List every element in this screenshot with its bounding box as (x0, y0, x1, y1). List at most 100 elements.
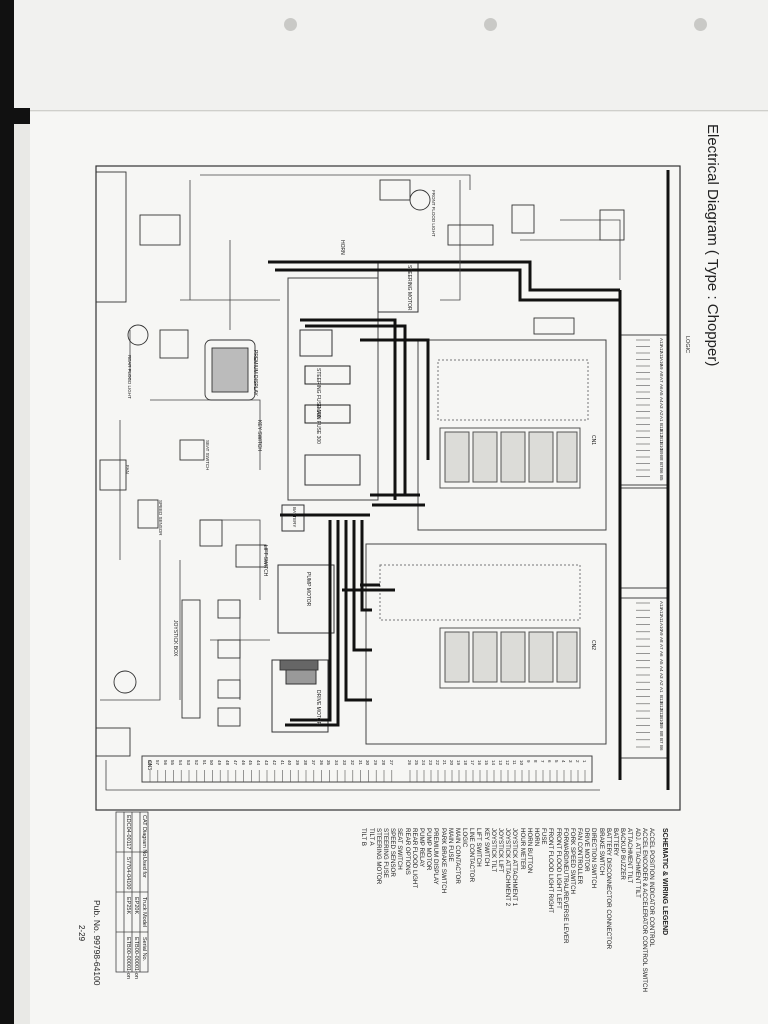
legend-item: PUMP RELAY (418, 828, 425, 868)
logic-pin-label: A9 (659, 629, 664, 636)
legend-item: STEERING FUSE (382, 828, 390, 878)
legend-item: BACKUP BUZZER (619, 828, 627, 880)
bottom-pin-label: 30 (365, 760, 371, 766)
line-contactor-box (299, 329, 333, 357)
bottom-pin-label: 5 (554, 760, 559, 763)
bottom-pin-label: 41 (279, 760, 285, 766)
punch-hole-1 (284, 18, 297, 31)
legend-title: SCHEMATIC & WIRING LEGEND (661, 828, 668, 936)
component-symbols (95, 171, 625, 757)
fan-controller-conn (533, 317, 575, 335)
punch-hole-2 (484, 18, 497, 31)
logic-pin-label: A1 (659, 687, 664, 693)
logic-pin-label: B9 (659, 723, 664, 729)
drive-controller-module (439, 427, 581, 489)
ctrl1-cap-3 (500, 431, 526, 483)
legend-item: LINE CONTACTOR (468, 828, 476, 883)
bottom-pin-label: 32 (349, 760, 355, 766)
signal-wires (100, 174, 621, 791)
diagram-border (95, 165, 681, 811)
logic-pin-label: A3 (659, 673, 664, 679)
ctrl2-cap-1 (444, 631, 470, 683)
legend-item: HORN BUTTON (525, 828, 533, 874)
bottom-pin-label: 18 (463, 760, 468, 766)
bottom-pin-label: 46 (240, 760, 246, 766)
bottom-pin-label: 43 (264, 760, 269, 766)
binder-edge (0, 0, 14, 1024)
rear-light-block (159, 329, 189, 359)
bottom-pin-label: 16 (477, 760, 482, 766)
bottom-connector-strip (141, 755, 593, 783)
main-fuse-box (304, 404, 351, 424)
bottom-pin-label: 27 (388, 760, 394, 766)
legend-item: HORN (533, 828, 540, 847)
ctrl1-cap-1 (444, 431, 470, 483)
bottom-pin-label: 29 (373, 760, 379, 766)
pump-motor-box (277, 564, 335, 634)
label-front-flood: FRONT FLOOD LIGHT (431, 190, 436, 237)
legend-item: FRONT FLOOD LIGHT LEFT (554, 828, 562, 909)
logic-pin-label: A5 (659, 390, 664, 396)
bottom-pin-label: 49 (217, 760, 223, 766)
legend-item: JOYSTICK ATTACHMENT 1 (511, 828, 519, 907)
label-seat-switch: SEAT SWITCH (205, 440, 210, 471)
bottom-pin-label: 23 (428, 760, 433, 766)
pump-controller-module (439, 627, 581, 689)
legend-item: STEERING MOTOR (374, 828, 382, 885)
battery-box (281, 504, 305, 532)
table-header-serial: Serial No. (141, 937, 147, 962)
logic-pin-label: A8 (659, 637, 664, 643)
bottom-pin-label: 24 (421, 760, 426, 766)
fuse-panel (287, 277, 379, 501)
joystick-conn (199, 519, 223, 547)
logic-pin-label: A8 (659, 370, 664, 377)
bottom-pin-label: 50 (209, 760, 215, 766)
previous-page-edge (14, 0, 768, 111)
display-unit (204, 339, 256, 401)
table-header-usedfor: Used for (141, 857, 147, 878)
bottom-pin-label: 15 (484, 760, 489, 766)
bottom-pin-label: 2 (575, 760, 580, 763)
legend-item: JOYSTICK LIFT (497, 828, 505, 873)
page-number: 2-29 (77, 925, 86, 942)
logic-pin-label: A5 (659, 658, 664, 665)
logic-pin-label: A7 (659, 644, 664, 650)
label-main-fuse: MAIN FUSE 300 (315, 407, 321, 444)
legend-item: FRONT FLOOD LIGHT RIGHT (547, 828, 555, 914)
label-premium-display: PREMIUM DISPLAY (252, 350, 258, 396)
label-cn2: CN2 (590, 640, 596, 651)
park-brake-block (599, 209, 625, 241)
label-horn: HORN (339, 240, 345, 255)
fork-switch-block (139, 214, 181, 246)
legend-item: ACCEL ENCODER & ACCELERATOR CONTROL SWIT… (640, 828, 648, 992)
label-speed-sensor: SPEED SENSOR (158, 500, 163, 536)
bottom-pin-label: 52 (193, 760, 199, 766)
bottom-pin-label: 26 (407, 760, 412, 766)
table-header-catdiagram: CAT Diagram No. (141, 815, 147, 858)
logic-connector-mid (619, 487, 669, 589)
table-header-truckmodel: Truck Model (141, 897, 147, 928)
pump-controller (365, 543, 607, 745)
ctrl2-pcb (379, 564, 581, 621)
diagram-page (30, 112, 768, 1024)
legend-item: REAR FLOOD LIGHT (410, 828, 418, 889)
bottom-pin-label: 47 (232, 760, 238, 766)
bottom-pin-label: 25 (414, 760, 419, 766)
table-cell-r1c2: 57704-04100 (125, 857, 131, 890)
connector-block-left (95, 171, 127, 303)
label-pump-motor: PUMP MOTOR (305, 572, 311, 607)
logic-pin-label: A6 (659, 651, 664, 657)
hour-meter-block (95, 727, 131, 757)
bottom-pin-ticks (149, 770, 586, 782)
fan-block (99, 459, 127, 491)
bottom-pin-label: 10 (519, 760, 524, 766)
legend-item: FORK SPEED SWITCH (568, 828, 576, 895)
legend-item: BRAKE SWITCH (597, 828, 605, 876)
bottom-pin-label: 37 (310, 760, 316, 766)
legend-item: KEY SWITCH (482, 828, 490, 867)
bottom-pin-label: 58 (147, 760, 152, 766)
logic-pin-label: B8 (659, 455, 664, 461)
bottom-pin-label: 31 (357, 760, 363, 766)
legend-item: HOUR METER (518, 828, 526, 870)
legend-item: PREMIUM DISPLAY (432, 828, 440, 885)
